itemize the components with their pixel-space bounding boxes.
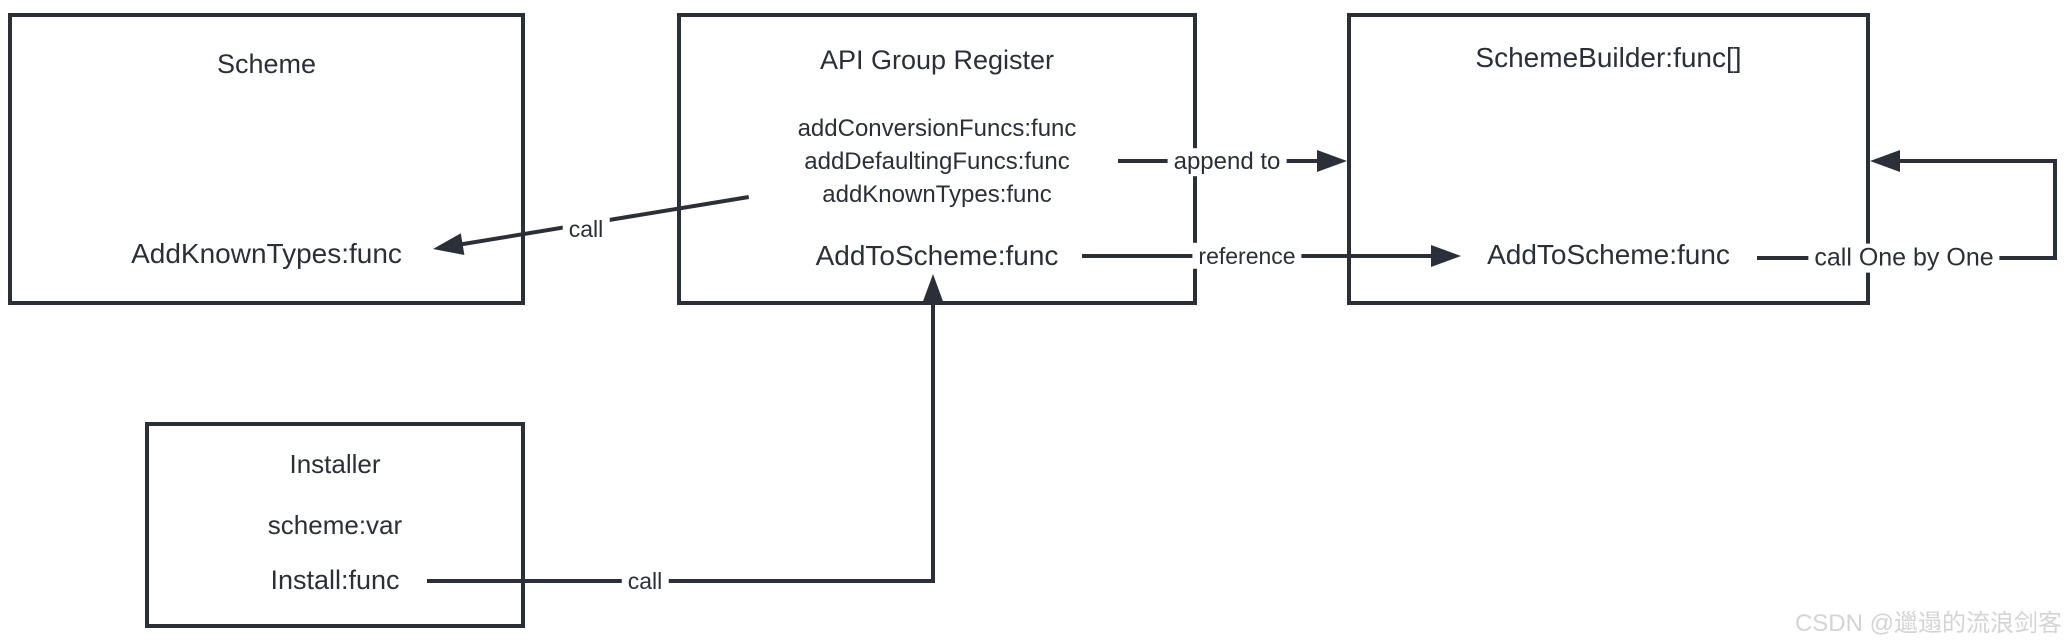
self-loop-top-line-segment (1894, 159, 2057, 163)
builder-box-title: SchemeBuilder:func[] (1475, 42, 1742, 73)
api-item-addtoscheme: AddToScheme:func (815, 240, 1059, 271)
installer-item-scheme-var: scheme:var (267, 510, 403, 540)
api-item-addconversionfuncs: addConversionFuncs:func (797, 115, 1077, 142)
self-loop-vertical-line-segment (2053, 159, 2057, 260)
scheme-box (8, 13, 525, 305)
arrowhead-up-icon (922, 274, 944, 304)
installer-item-install-func: Install:func (270, 565, 400, 595)
csdn-watermark: CSDN @邋遢的流浪剑客 (1794, 610, 2062, 637)
installer-box (145, 422, 525, 628)
edge-label-reference: reference (1192, 242, 1302, 270)
edge-label-append-to: append to (1167, 148, 1287, 176)
arrowhead-right-icon (1317, 150, 1347, 172)
arrowhead-left-icon (1870, 150, 1900, 172)
api-item-adddefaultingfuncs: addDefaultingFuncs:func (804, 148, 1070, 175)
edge-label-call-scheme: call (562, 215, 610, 243)
api-box-title: API Group Register (819, 45, 1055, 75)
call-install-line-segment (427, 579, 935, 583)
arrowhead-right-icon (1431, 245, 1461, 267)
installer-box-title: Installer (289, 449, 381, 479)
edge-label-call-install: call (621, 567, 669, 595)
api-item-addknowntypes: addKnownTypes:func (822, 181, 1052, 208)
builder-item-addtoscheme: AddToScheme:func (1487, 239, 1730, 270)
edge-label-call-one-by-one: call One by One (1808, 243, 2000, 273)
call-install-vertical-line-segment (931, 292, 935, 583)
scheme-box-title: Scheme (216, 49, 317, 79)
scheme-item-addknowntypes: AddKnownTypes:func (131, 238, 402, 269)
